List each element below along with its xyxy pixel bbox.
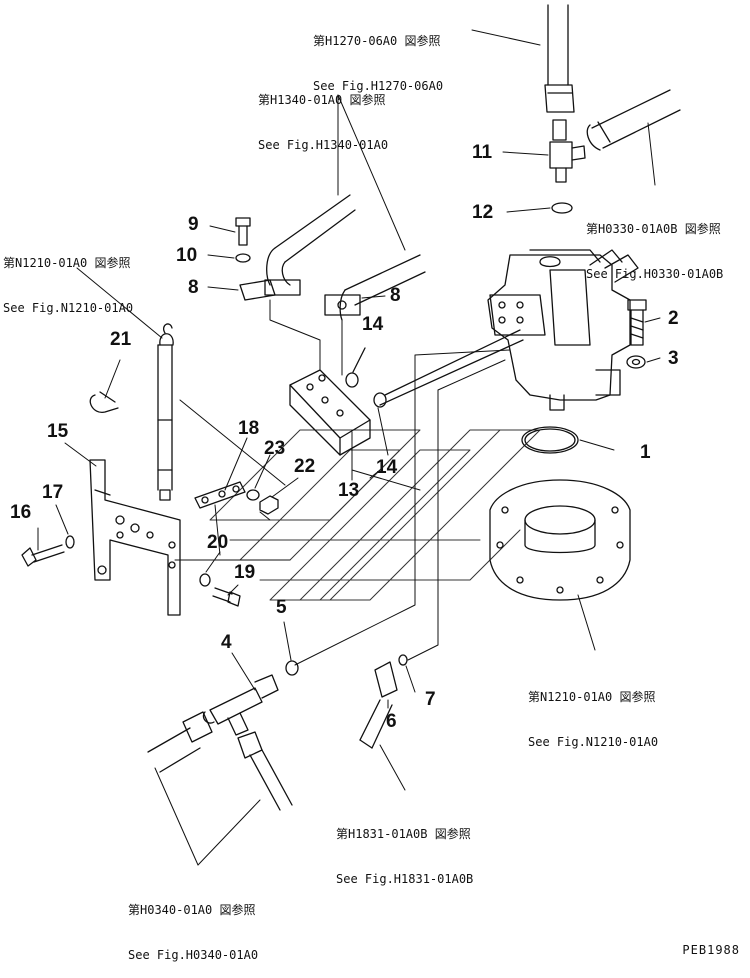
cylinder-21 — [157, 323, 174, 501]
bolt-9 — [235, 217, 251, 246]
callout-19: 19 — [234, 562, 256, 583]
washer-23 — [246, 489, 260, 501]
callout-10: 10 — [176, 245, 198, 266]
bracket-15 — [89, 459, 181, 616]
callout-4: 4 — [221, 632, 232, 653]
ref-en: See Fig.H1270-06A0 — [313, 79, 444, 93]
washer-17 — [65, 535, 75, 549]
hose-h0340-b — [237, 731, 293, 811]
callout-6: 6 — [386, 711, 397, 732]
bolt-2 — [627, 299, 647, 346]
ref-jp: 第H0340-01A0 図参照 — [128, 903, 256, 917]
ref-jp: 第H1831-01A0B 図参照 — [336, 827, 471, 841]
ref-en: See Fig.H0330-01A0B — [586, 267, 724, 281]
callout-20: 20 — [207, 532, 229, 553]
callout-14-top: 14 — [362, 314, 384, 335]
ref-en: See Fig.H1340-01A0 — [258, 138, 389, 152]
callout-17: 17 — [42, 482, 64, 503]
valve-block — [487, 249, 639, 411]
tee-fitting-4 — [202, 674, 279, 736]
ref-en: See Fig.N1210-01A0 — [3, 301, 134, 315]
ref-jp: 第N1210-01A0 図参照 — [3, 256, 131, 270]
bolt-19 — [212, 587, 241, 607]
callout-22: 22 — [294, 456, 316, 477]
callout-8-right: 8 — [390, 285, 401, 306]
nut-22 — [259, 495, 279, 515]
washer-20 — [199, 573, 211, 587]
callout-11: 11 — [472, 142, 493, 163]
callout-23: 23 — [264, 438, 286, 459]
o-ring-7 — [398, 654, 408, 666]
ref-n1210-left: 第N1210-01A0 図参照 See Fig.N1210-01A0 — [3, 226, 133, 331]
manifold-block-13 — [289, 369, 371, 456]
ref-en: See Fig.H0340-01A0 — [128, 948, 259, 962]
ref-h0330: 第H0330-01A0B 図参照 See Fig.H0330-01A0B — [586, 192, 723, 297]
long-tube — [373, 329, 524, 408]
top-hose — [544, 4, 575, 113]
ref-en: See Fig.H1831-01A0B — [336, 872, 474, 886]
callout-7: 7 — [425, 689, 436, 710]
fitting-11 — [549, 119, 586, 183]
callout-9: 9 — [188, 214, 199, 235]
callout-16: 16 — [10, 502, 32, 523]
ref-h1340: 第H1340-01A0 図参照 See Fig.H1340-01A0 — [258, 63, 388, 168]
ref-jp: 第H1270-06A0 図参照 — [313, 34, 441, 48]
callout-12: 12 — [472, 202, 494, 223]
ref-jp: 第N1210-01A0 図参照 — [528, 690, 656, 704]
callout-5: 5 — [276, 597, 287, 618]
leader-lines — [37, 29, 661, 866]
ref-h1270: 第H1270-06A0 図参照 See Fig.H1270-06A0 — [313, 4, 443, 109]
washer-10 — [235, 253, 251, 263]
drawing-number: PEB1988 — [682, 943, 740, 957]
ref-n1210-right: 第N1210-01A0 図参照 See Fig.N1210-01A0 — [528, 660, 658, 765]
callout-14-bottom: 14 — [376, 457, 398, 478]
o-ring-5 — [285, 660, 299, 676]
washer-3 — [626, 355, 646, 369]
ref-h1831: 第H1831-01A0B 図参照 See Fig.H1831-01A0B — [336, 797, 473, 902]
callout-13: 13 — [338, 480, 360, 501]
lower-housing — [489, 479, 631, 601]
hose-h0340-a — [147, 711, 213, 773]
callout-2: 2 — [668, 308, 679, 329]
o-ring-14a — [345, 372, 359, 388]
callout-8-left: 8 — [188, 277, 199, 298]
callout-3: 3 — [668, 348, 679, 369]
ref-en: See Fig.N1210-01A0 — [528, 735, 659, 749]
hose-left — [264, 194, 356, 296]
right-hose — [586, 89, 681, 151]
ref-jp: 第H0330-01A0B 図参照 — [586, 222, 721, 236]
bracket-8a — [239, 279, 276, 301]
callout-18: 18 — [238, 418, 260, 439]
bolt-16 — [21, 544, 65, 567]
o-ring-1 — [521, 426, 579, 454]
elbow-6 — [359, 661, 398, 749]
clip-21 — [89, 391, 119, 413]
plate-18 — [194, 481, 246, 509]
callout-1: 1 — [640, 442, 651, 463]
ref-h0340: 第H0340-01A0 図参照 See Fig.H0340-01A0 — [128, 873, 258, 978]
ref-jp: 第H1340-01A0 図参照 — [258, 93, 386, 107]
hose-right — [324, 254, 426, 321]
callout-21: 21 — [110, 329, 132, 350]
callout-15: 15 — [47, 421, 69, 442]
o-ring-12 — [551, 202, 573, 214]
